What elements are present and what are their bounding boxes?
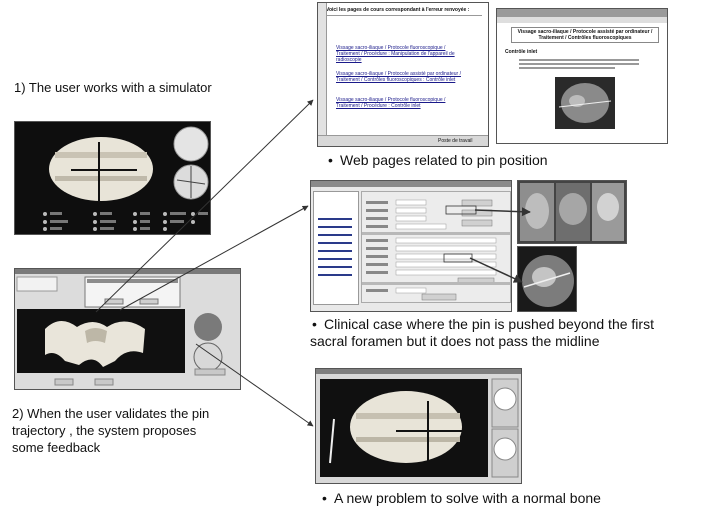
simulator-view xyxy=(15,122,210,234)
web-page-left-rule xyxy=(326,15,482,16)
web-page-right-paragraph xyxy=(519,59,639,73)
web-page-left-status-text: Poste de travail xyxy=(438,138,473,144)
caption-step1: 1) The user works with a simulator xyxy=(14,80,212,95)
validation-screenshot xyxy=(14,268,241,390)
clinical-form-titlebar xyxy=(311,181,511,187)
clinical-fluoro-image xyxy=(517,246,577,312)
web-page-left-heading: Voici les pages de cours correspondant à… xyxy=(326,7,470,13)
web-page-left-statusbar: Poste de travail xyxy=(318,135,488,146)
new-problem-screenshot xyxy=(315,368,522,484)
highlight-form-button-2 xyxy=(443,253,473,263)
caption-step2-line2: trajectory , the system proposes xyxy=(12,423,197,438)
clinical-xray-images xyxy=(518,181,626,243)
bullet-web-pages: Web pages related to pin position xyxy=(340,152,548,168)
web-page-right-titlebar xyxy=(497,9,667,17)
arrow-form-to-xray xyxy=(474,207,531,217)
highlight-form-button-1 xyxy=(445,205,477,215)
web-page-right-heading: Vissage sacro-iliaque / Protocole assist… xyxy=(511,27,659,43)
web-page-left-link-2[interactable]: Vissage sacro-iliaque / Protocole assist… xyxy=(336,71,461,83)
bullet-new-problem: A new problem to solve with a normal bon… xyxy=(334,490,601,506)
web-page-left-scrollbar[interactable] xyxy=(318,3,327,146)
web-page-right-xray-image xyxy=(555,77,615,129)
bullet-clinical-line1: Clinical case where the pin is pushed be… xyxy=(324,316,654,332)
clinical-case-form-screenshot xyxy=(310,180,512,312)
clinical-form-tree[interactable] xyxy=(313,191,359,305)
new-problem-view xyxy=(316,369,521,483)
web-page-left-link-3[interactable]: Vissage sacro-iliaque / Protocole fluoro… xyxy=(336,97,446,109)
bullet-new-problem-marker: • xyxy=(322,490,327,506)
bullet-web-pages-marker: • xyxy=(328,152,333,168)
arrow-to-new-problem xyxy=(195,343,314,427)
clinical-xray-panel xyxy=(517,180,627,244)
web-page-right-screenshot: Vissage sacro-iliaque / Protocole assist… xyxy=(496,8,668,144)
caption-step2-line1: 2) When the user validates the pin xyxy=(12,406,210,421)
web-page-right-section: Contrôle inlet xyxy=(505,49,538,55)
web-page-left-screenshot: Voici les pages de cours correspondant à… xyxy=(317,2,489,147)
arrow-to-clinical-case xyxy=(119,205,309,311)
validation-view xyxy=(15,269,240,389)
caption-step2-line3: some feedback xyxy=(12,440,101,455)
web-page-left-link-1[interactable]: Vissage sacro-iliaque / Protocole fluoro… xyxy=(336,45,455,63)
bullet-clinical-line2: sacral foramen but it does not pass the … xyxy=(310,333,600,349)
arrow-form-to-fluoro xyxy=(469,257,523,283)
simulator-screenshot xyxy=(14,121,211,235)
bullet-clinical-marker: • xyxy=(312,316,317,332)
clinical-form-panel xyxy=(361,191,511,303)
web-page-right-toolbar xyxy=(497,17,667,23)
arrow-to-web-pages xyxy=(95,99,314,313)
